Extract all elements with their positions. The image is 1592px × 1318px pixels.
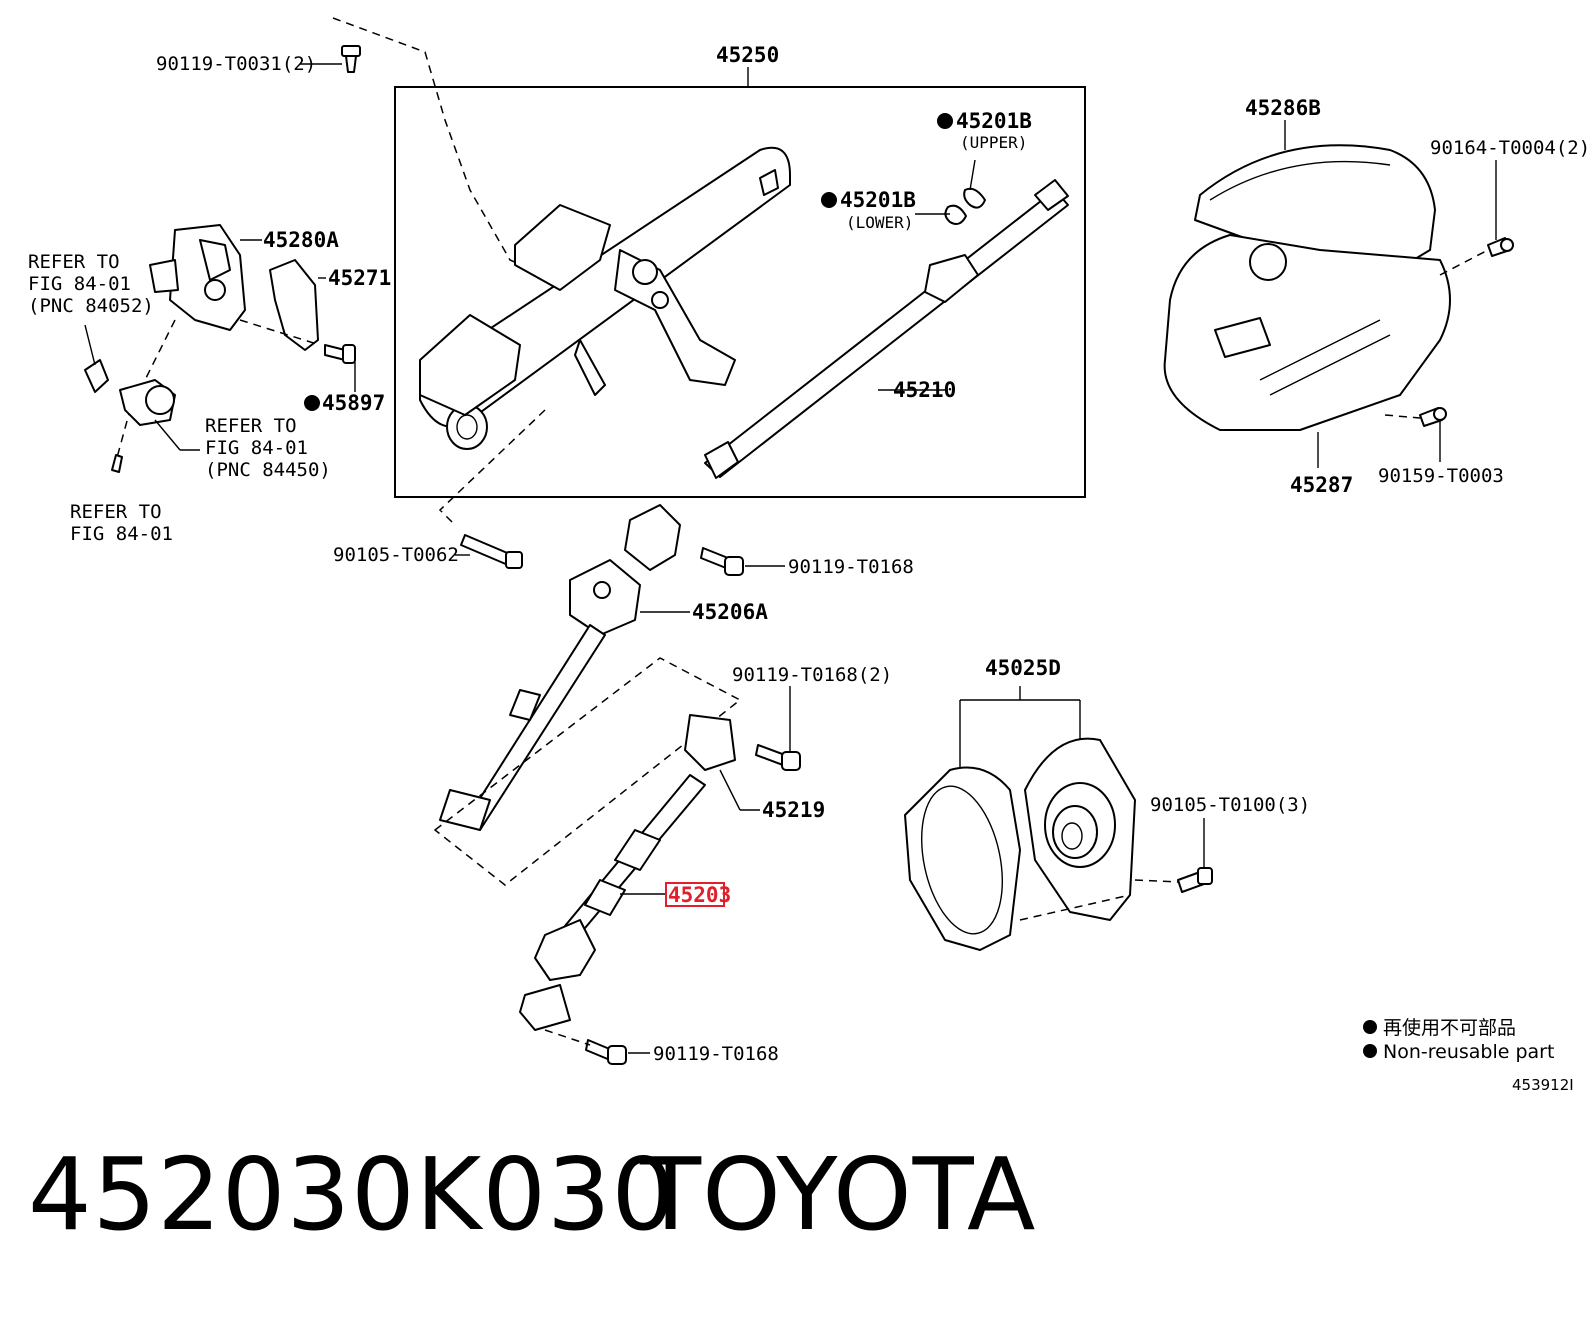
screw-45897 — [324, 344, 356, 364]
snap-ring-upper — [963, 187, 986, 209]
caption-brand: TOYOTA — [640, 1136, 1037, 1253]
key-cylinder-84450 — [119, 379, 176, 426]
gasket-45025d — [904, 766, 1021, 951]
parts-diagram: 45250 45201B (UPPER) 45201B (LOWER) 4521… — [28, 17, 1590, 1094]
refer2-line3: (PNC 84450) — [205, 459, 331, 481]
lower-note: (LOWER) — [846, 213, 913, 232]
bracket-45271 — [269, 259, 319, 351]
refer1-line1: REFER TO — [28, 251, 120, 273]
column-cover-upper-45286b — [1194, 144, 1436, 281]
bolt-90119-t0168-top — [700, 547, 744, 576]
screw-90164-t0004 — [1487, 237, 1514, 257]
callout-45210: 45210 — [893, 378, 956, 402]
small-screw-ref — [111, 454, 123, 473]
callout-45206a: 45206A — [692, 600, 768, 624]
figure-code: 453912I — [1512, 1076, 1574, 1094]
refer2-line2: FIG 84-01 — [205, 437, 308, 459]
connector-84052 — [84, 359, 109, 393]
callout-45280a: 45280A — [263, 228, 339, 252]
snap-ring-lower — [944, 204, 967, 225]
bolt-90105-t0062 — [460, 534, 523, 569]
callout-45271: 45271 — [328, 266, 391, 290]
column-cover-lower-45287 — [1163, 234, 1451, 431]
upper-note: (UPPER) — [960, 133, 1027, 152]
callout-45219: 45219 — [762, 798, 825, 822]
legend-line1: 再使用不可部品 — [1383, 1017, 1516, 1039]
non-reusable-bullet-icon — [304, 395, 320, 411]
main-shaft-45210 — [704, 179, 1069, 479]
callout-45203[interactable]: 45203 — [668, 883, 731, 907]
callout-90105-t0100: 90105-T0100(3) — [1150, 794, 1310, 816]
refer1-line2: FIG 84-01 — [28, 273, 131, 295]
legend-bullet-icon — [1363, 1044, 1377, 1058]
bolt-90119-t0031 — [341, 45, 361, 73]
callout-90119-t0168-b: 90119-T0168 — [653, 1043, 779, 1065]
legend-bullet-icon — [1363, 1020, 1377, 1034]
callout-90164-t0004: 90164-T0004(2) — [1430, 137, 1590, 159]
boot-45025d — [1024, 737, 1136, 921]
callout-45897: 45897 — [322, 391, 385, 415]
callout-90119-t0168-a: 90119-T0168 — [788, 556, 914, 578]
callout-45286b: 45286B — [1245, 96, 1321, 120]
refer1-line3: (PNC 84052) — [28, 295, 154, 317]
callout-90119-t0168-2: 90119-T0168(2) — [732, 664, 892, 686]
highlight-box-45203 — [665, 882, 725, 907]
callout-45287: 45287 — [1290, 473, 1353, 497]
ignition-switch-45280a — [149, 224, 246, 331]
callout-45201b-upper: 45201B — [956, 109, 1032, 133]
callout-45201b-lower: 45201B — [840, 188, 916, 212]
refer3-line1: REFER TO — [70, 501, 162, 523]
bolt-90105-t0100 — [1177, 867, 1213, 893]
callout-90119-t0031: 90119-T0031(2) — [156, 53, 316, 75]
steering-column-tube — [419, 146, 791, 450]
non-reusable-bullet-icon — [937, 113, 953, 129]
callout-90159-t0003: 90159-T0003 — [1378, 465, 1504, 487]
bolt-90119-t0168-2 — [755, 744, 801, 771]
legend-line2: Non-reusable part — [1383, 1041, 1554, 1063]
refer2-line1: REFER TO — [205, 415, 297, 437]
screw-90159-t0003 — [1419, 407, 1447, 427]
bolt-90119-t0168-bottom — [585, 1039, 627, 1065]
refer3-line2: FIG 84-01 — [70, 523, 173, 545]
intermediate-shaft-45206a — [439, 504, 681, 831]
non-reusable-bullet-icon — [821, 192, 837, 208]
callout-45250: 45250 — [716, 43, 779, 67]
caption-part-number: 452030K030 — [28, 1136, 677, 1253]
callout-90105-t0062: 90105-T0062 — [333, 544, 459, 566]
intermediate-shaft-45203 — [519, 714, 736, 1031]
callout-45025d: 45025D — [985, 656, 1061, 680]
